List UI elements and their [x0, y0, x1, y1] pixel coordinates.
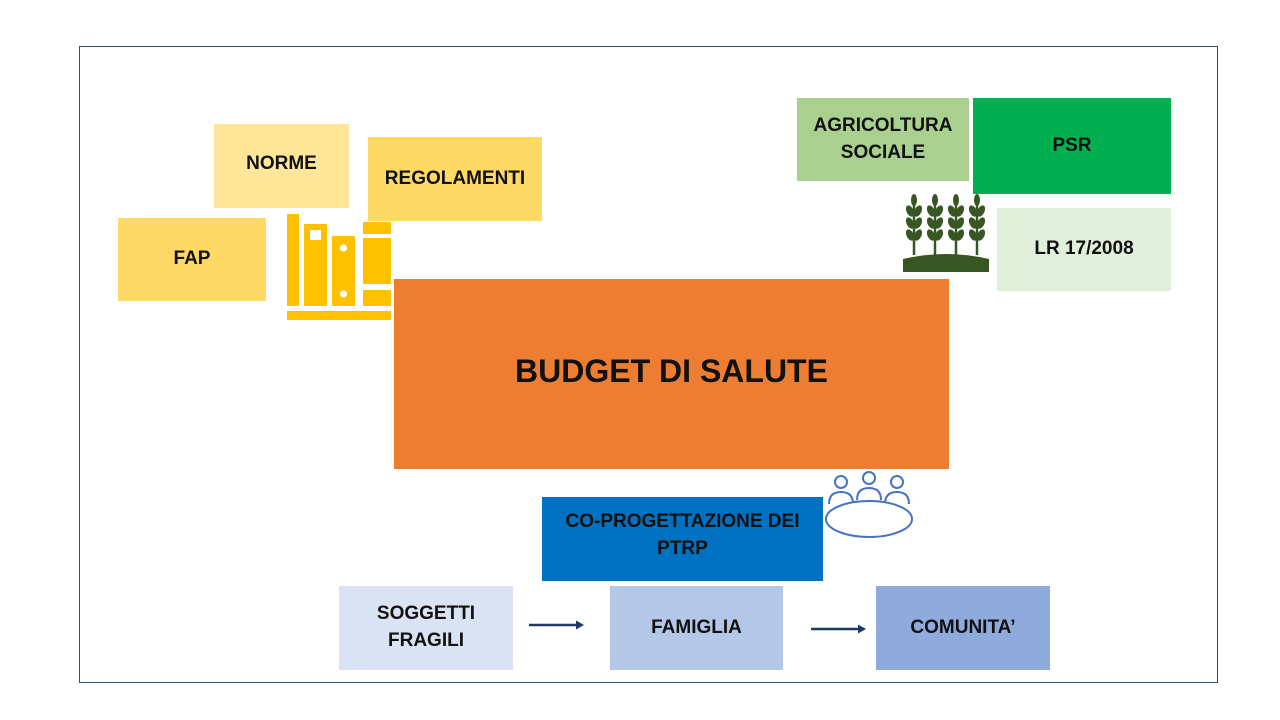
famiglia-label: FAMIGLIA — [651, 616, 742, 638]
wheat-field-icon — [903, 193, 989, 272]
budget-label: BUDGET DI SALUTE — [515, 352, 828, 389]
coprogettazione-box: CO-PROGETTAZIONE DEI PTRP — [542, 497, 823, 581]
fap-box: FAP — [118, 218, 266, 301]
soggetti-fragili-box: SOGGETTI FRAGILI — [339, 586, 513, 670]
regolamenti-label: REGOLAMENTI — [384, 167, 526, 189]
agricoltura-label-line1: AGRICOLTURA — [813, 114, 953, 136]
budget-di-salute-box: BUDGET DI SALUTE — [394, 279, 949, 469]
slide-frame — [79, 46, 1218, 683]
famiglia-box: FAMIGLIA — [610, 586, 783, 670]
soggetti-label-line2: FRAGILI — [388, 630, 464, 651]
lr-label: LR 17/2008 — [1034, 238, 1134, 260]
meeting-table-icon — [825, 471, 913, 538]
regolamenti-box: REGOLAMENTI — [368, 137, 542, 221]
soggetti-label-line1: SOGGETTI — [376, 603, 476, 625]
norme-box: NORME — [214, 124, 349, 208]
coprogettazione-label-line2: PTRP — [657, 538, 708, 559]
lr-box: LR 17/2008 — [997, 208, 1171, 291]
comunita-box: COMUNITA’ — [876, 586, 1050, 670]
agricoltura-label-line2: SOCIALE — [840, 141, 926, 163]
comunita-label: COMUNITA’ — [910, 616, 1016, 638]
fap-label: FAP — [173, 248, 211, 270]
psr-box: PSR — [973, 98, 1171, 194]
arrow-right-icon — [529, 620, 584, 630]
norme-label: NORME — [246, 152, 317, 174]
books-icon — [287, 214, 391, 320]
coprogettazione-label-line1: CO-PROGETTAZIONE DEI — [565, 511, 800, 533]
agricoltura-sociale-box: AGRICOLTURA SOCIALE — [797, 98, 969, 181]
arrow-right-icon — [811, 624, 866, 634]
psr-label: PSR — [1052, 134, 1092, 156]
